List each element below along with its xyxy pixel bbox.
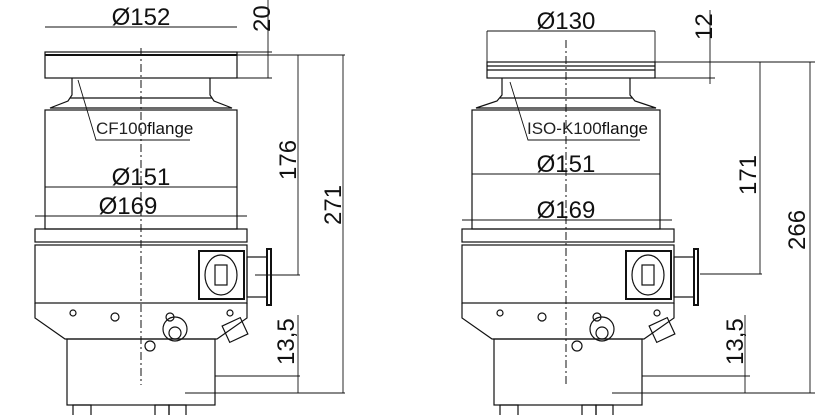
left-base-diameter: Ø169	[99, 193, 158, 220]
right-flange-diameter: Ø130	[537, 8, 596, 35]
left-foot-height: 13,5	[273, 318, 300, 365]
right-base-diameter: Ø169	[537, 197, 596, 224]
right-pump: ISO-K100flange Ø130 12 Ø151 Ø169 171 266…	[461, 8, 815, 415]
left-pump: CF100flange Ø152 20 Ø151 Ø169 176 271 13…	[34, 0, 347, 415]
left-flange-diameter: Ø152	[112, 4, 171, 31]
right-port-height: 171	[735, 155, 762, 195]
left-total-height: 271	[320, 185, 347, 225]
left-body-diameter: Ø151	[112, 164, 171, 191]
right-body-diameter: Ø151	[537, 151, 596, 178]
right-flange-height: 12	[691, 13, 718, 40]
left-port-height: 176	[275, 140, 302, 180]
right-flange-label: ISO-K100flange	[527, 119, 648, 138]
left-flange-label: CF100flange	[96, 119, 193, 138]
right-foot-height: 13,5	[722, 318, 749, 365]
right-total-height: 266	[784, 210, 811, 250]
left-flange-height: 20	[249, 5, 276, 32]
